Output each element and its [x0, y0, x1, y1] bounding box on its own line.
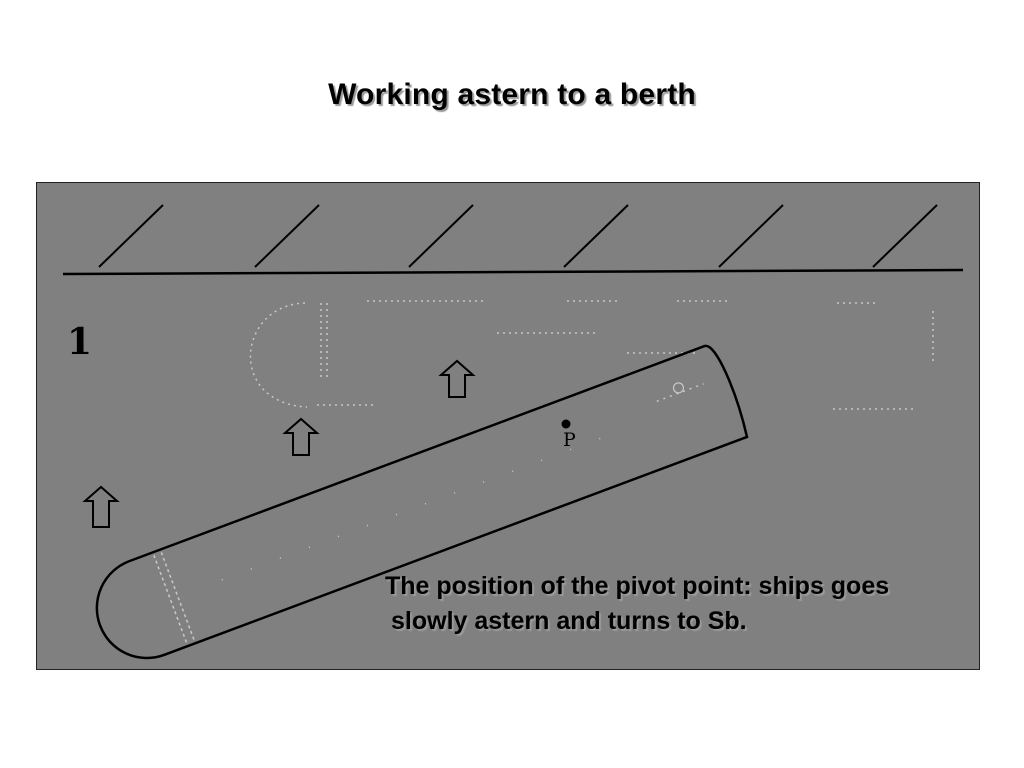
up-arrow-icon	[438, 359, 476, 398]
caption-line-1: The position of the pivot point: ships g…	[385, 572, 890, 600]
water-background	[37, 183, 979, 669]
up-arrow-icon	[282, 417, 320, 456]
ship-hull	[95, 344, 749, 660]
step-number: 1	[67, 321, 93, 363]
up-arrow-icon	[82, 485, 120, 528]
caption-line-2: slowly astern and turns to Sb.	[391, 607, 747, 635]
pivot-point	[561, 419, 571, 429]
slide-title: Working astern to a berth	[328, 78, 696, 111]
pivot-point-label: P	[563, 429, 576, 451]
diagram-panel: 1 P The position of the pivot point: shi…	[36, 182, 980, 670]
quay-hatching	[98, 204, 938, 268]
quay-edge-line	[62, 268, 964, 276]
ship-diagram	[37, 183, 979, 669]
ghost-ship-outline	[249, 300, 934, 410]
diagram-caption: The position of the pivot point: ships g…	[385, 569, 965, 639]
